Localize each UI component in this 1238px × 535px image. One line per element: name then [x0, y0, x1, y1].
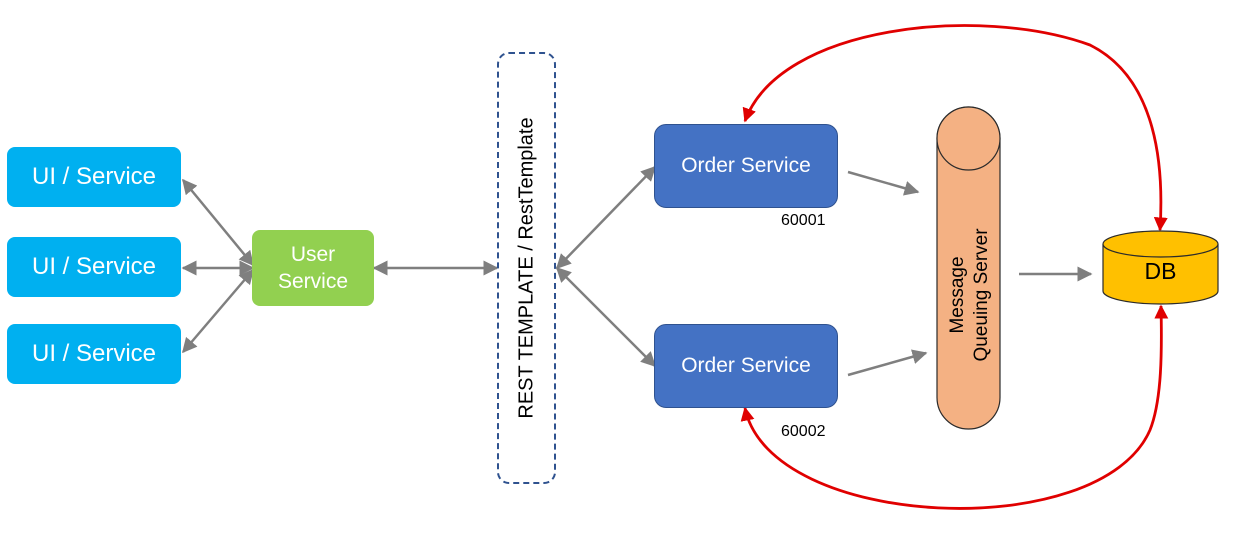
ui-service-label: UI / Service [31, 163, 157, 190]
database-cylinder [1102, 230, 1219, 305]
user-service-box: User Service [252, 230, 374, 306]
rest-template-box: REST TEMPLATE / RestTemplate [497, 52, 556, 484]
arrow-rest-order2 [555, 266, 657, 368]
rest-template-label: REST TEMPLATE / RestTemplate [515, 117, 537, 419]
order-service-box-2: Order Service [654, 324, 838, 408]
order-service-box-1: Order Service [654, 124, 838, 208]
ui-service-box-2: UI / Service [7, 237, 181, 297]
red-arrow-order1-db [742, 24, 1168, 232]
order-service-port-2: 60002 [781, 423, 826, 440]
arrow-order2-mq [847, 349, 928, 377]
message-queue-shape [936, 106, 1001, 430]
database-label: DB [1144, 258, 1177, 284]
arrow-ui1-user [182, 178, 254, 267]
arrow-ui3-user [182, 268, 254, 354]
order-service-label: Order Service [681, 354, 811, 377]
ui-service-box-1: UI / Service [7, 147, 181, 207]
red-arrow-order2-db [740, 304, 1169, 510]
message-queue-label: Message Queuing Server [947, 228, 992, 362]
arrow-order1-mq [847, 170, 920, 196]
arrow-rest-order1 [555, 165, 657, 270]
order-service-port-1: 60001 [781, 212, 826, 229]
order-service-label: Order Service [681, 154, 811, 177]
user-service-label: User Service [277, 243, 349, 293]
ui-service-label: UI / Service [31, 253, 157, 280]
ui-service-box-3: UI / Service [7, 324, 181, 384]
ui-service-label: UI / Service [31, 340, 157, 367]
